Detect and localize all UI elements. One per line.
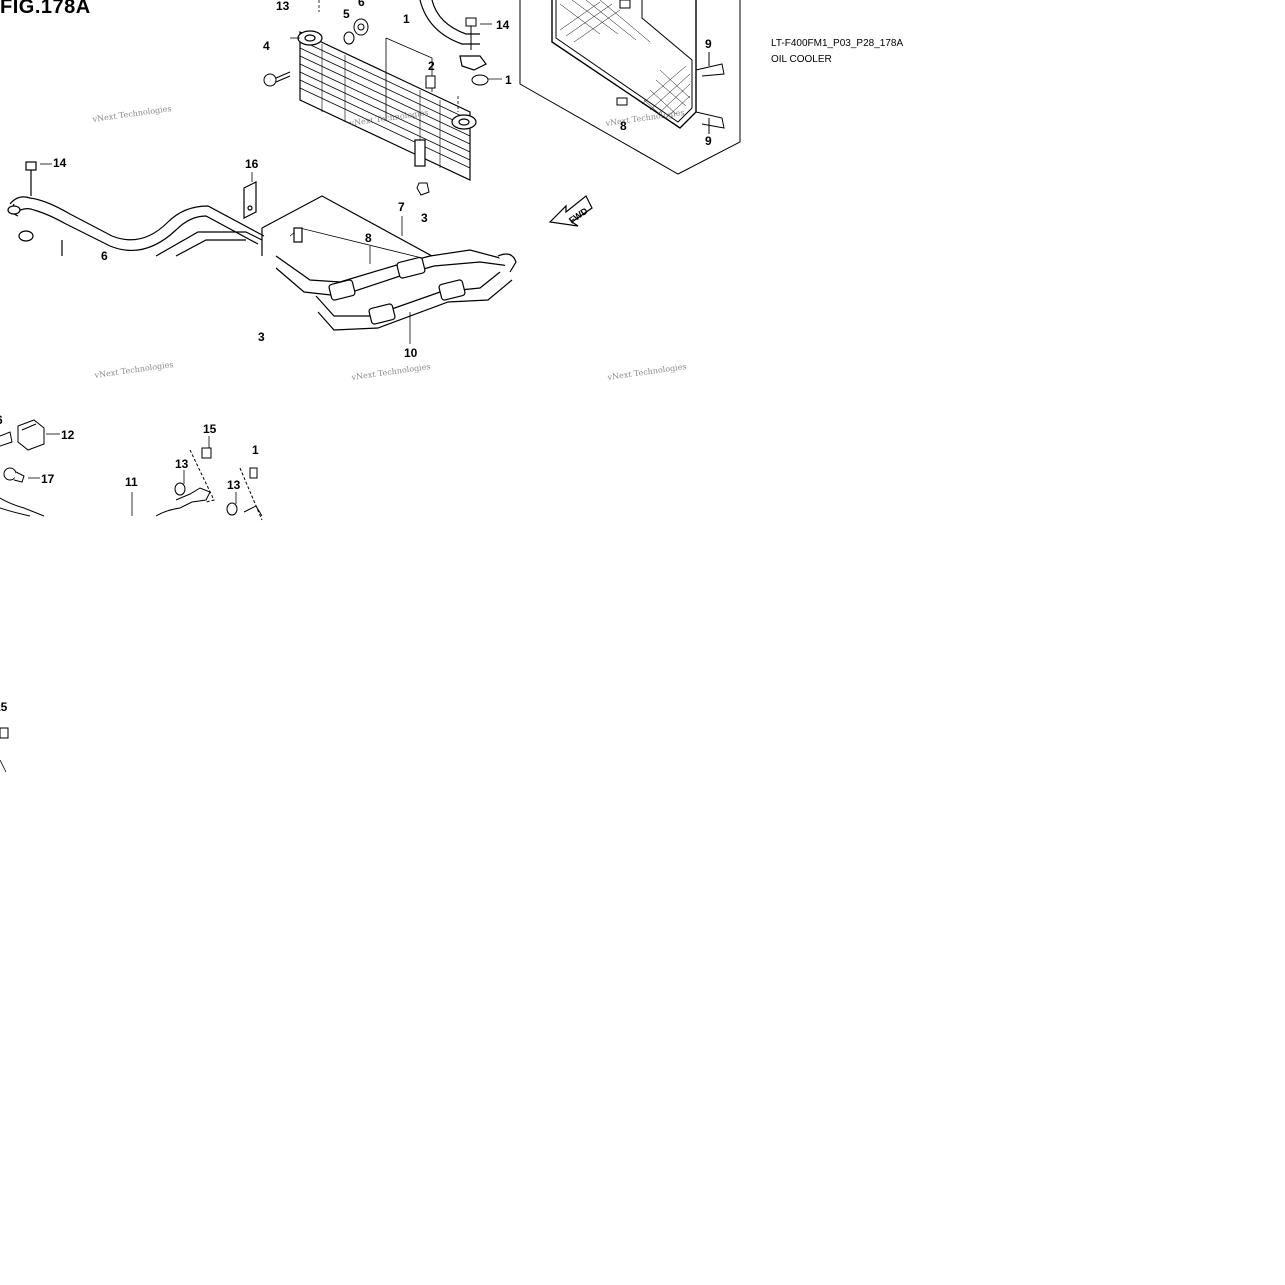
collar-5	[343, 31, 355, 45]
nut-3	[416, 182, 430, 196]
callout: 17	[41, 472, 55, 486]
o-ring-13a	[174, 482, 186, 496]
bolt-15b	[0, 727, 9, 739]
clip-2	[425, 75, 436, 89]
figure-code: LT-F400FM1_P03_P28_178A	[771, 38, 904, 49]
callout: 13	[175, 457, 189, 471]
oil-pipe-left	[7, 161, 265, 257]
watermark: vNext Technologies	[604, 108, 685, 128]
callout: 4	[263, 39, 270, 53]
callout: 15	[203, 422, 217, 436]
cushion-12	[17, 419, 45, 451]
watermark: vNext Technologies	[606, 362, 687, 382]
callout: 5	[343, 7, 350, 21]
callout: 14	[53, 156, 67, 170]
callout: 8	[365, 231, 372, 245]
callout: 6	[101, 249, 108, 263]
o-ring-left	[18, 230, 34, 242]
callout: 2	[428, 59, 435, 73]
bolt-4	[263, 73, 277, 87]
callout: 16	[245, 157, 259, 171]
o-ring-1	[471, 74, 489, 86]
callout: 11	[125, 475, 138, 489]
callout: 3	[421, 211, 428, 225]
figure-subtitle: OIL COOLER	[771, 54, 832, 65]
bolt-14-left	[25, 161, 37, 171]
watermark: vNext Technologies	[350, 362, 431, 382]
callout: 1	[252, 443, 259, 457]
callout-labels: 13 6 5 1 14 4 2 1 9 9 8 14 16 7 3 8 6 3 …	[0, 0, 712, 714]
oil-cooler-radiator	[297, 30, 477, 181]
cooler-screen-panel	[519, 0, 741, 175]
bolt-17	[3, 467, 17, 481]
callout: 13	[227, 478, 241, 492]
o-ring-13b	[226, 502, 238, 516]
callout: 1	[403, 12, 410, 26]
callout: 6	[358, 0, 365, 9]
callout: 1	[505, 73, 512, 87]
callout: 9	[705, 37, 712, 51]
callout: 9	[705, 134, 712, 148]
callout: 3	[258, 330, 265, 344]
figure-title: FIG.178A	[0, 0, 91, 18]
watermark: vNext Technologies	[93, 360, 174, 380]
callout: 13	[276, 0, 290, 13]
cooler-fasteners	[263, 17, 489, 196]
callout: 14	[496, 18, 510, 32]
callout: 12	[61, 428, 75, 442]
callout: 10	[404, 346, 418, 360]
callout: 8	[620, 119, 627, 133]
callout: 7	[398, 200, 405, 214]
callout: 15	[0, 700, 8, 714]
bolt-14-top	[465, 17, 477, 27]
cooler-outlet-hose	[419, 0, 487, 71]
watermark: vNext Technologies	[91, 104, 172, 124]
watermarks: vNext Technologies vNext Technologies vN…	[91, 104, 687, 382]
bolt-15a	[201, 447, 212, 459]
bracket-16	[243, 181, 257, 219]
callout: 6	[0, 413, 3, 427]
lower-left-parts	[0, 419, 263, 773]
fwd-arrow-icon: FWD	[548, 195, 593, 227]
oil-hose-assembly	[261, 195, 517, 344]
